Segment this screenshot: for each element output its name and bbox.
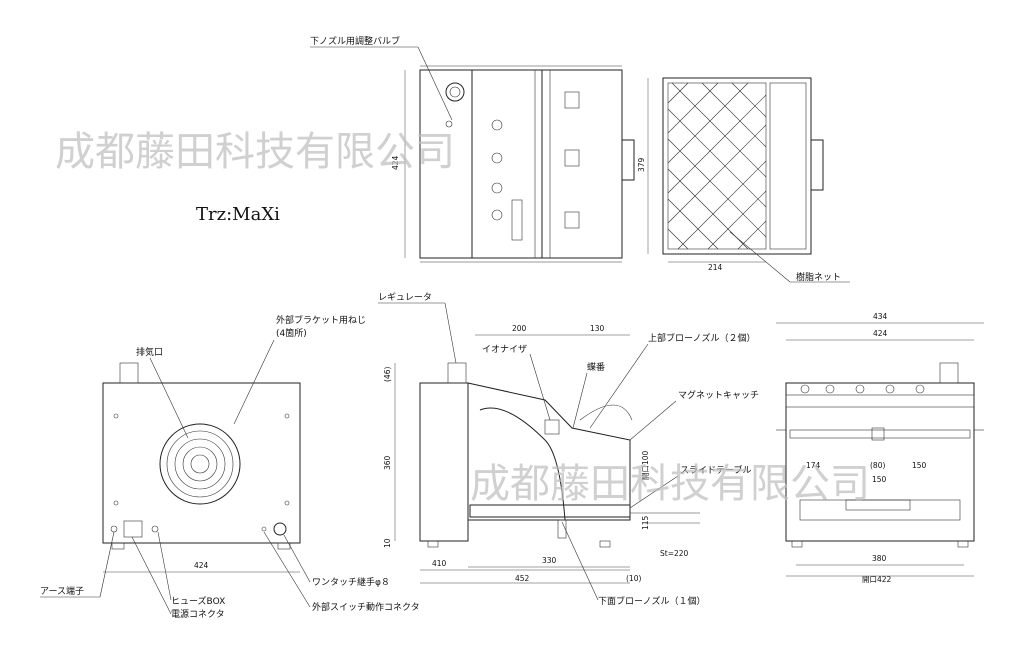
label-power: 電源コネクタ bbox=[171, 609, 225, 620]
top-dim-height: 424 bbox=[391, 155, 400, 170]
label-exhaust: 排気口 bbox=[136, 346, 163, 358]
gauge-2 bbox=[491, 152, 503, 164]
front-dim-opening: 開口422 bbox=[862, 575, 892, 584]
front-dim-80: (80) bbox=[870, 461, 885, 470]
fuse-box bbox=[151, 525, 159, 533]
side-dim-200: 200 bbox=[512, 324, 527, 333]
side-lid bbox=[467, 382, 631, 521]
front-regulator bbox=[939, 362, 959, 384]
slide-table bbox=[469, 504, 631, 518]
watermark-bottom: 成都藤田科技有限公司 bbox=[470, 461, 870, 507]
side-dim-46: (46) bbox=[383, 367, 392, 382]
watermark-top: 成都藤田科技有限公司 bbox=[55, 129, 455, 175]
back-body bbox=[102, 382, 301, 544]
gauge-4 bbox=[491, 209, 503, 221]
one-touch-fitting bbox=[273, 522, 287, 536]
net-dim-width: 214 bbox=[708, 263, 723, 272]
net-view: 379 214 樹脂ネット bbox=[637, 77, 850, 283]
regulator bbox=[447, 362, 467, 384]
side-dim-opening: 開口100 bbox=[641, 450, 650, 480]
side-dim-10b: (10) bbox=[626, 574, 641, 583]
label-fuse: ヒューズBOX bbox=[171, 595, 225, 607]
bracket-screw-1 bbox=[113, 413, 119, 419]
label-lower-nozzle: 下面ブローノズル（１個） bbox=[598, 595, 705, 607]
side-dim-330: 330 bbox=[542, 556, 557, 565]
side-dim-130: 130 bbox=[590, 324, 605, 333]
side-dim-410: 410 bbox=[432, 559, 447, 568]
side-dim-stroke: St=220 bbox=[660, 549, 689, 558]
hinge-1 bbox=[564, 91, 580, 109]
top-lid bbox=[541, 69, 623, 259]
earth-terminal bbox=[110, 525, 118, 533]
front-dim-424: 424 bbox=[873, 329, 888, 338]
bracket-screw-4 bbox=[284, 500, 290, 506]
front-dim-434: 434 bbox=[873, 312, 888, 321]
valve-knob bbox=[445, 82, 465, 102]
front-dim-174: 174 bbox=[806, 461, 821, 470]
hinge-3 bbox=[564, 211, 580, 229]
front-view: 434 424 174 (80) 150 150 380 開口422 bbox=[776, 312, 984, 584]
back-dim-width: 424 bbox=[194, 561, 209, 570]
front-dim-150a: 150 bbox=[912, 461, 927, 470]
side-dim-10: 10 bbox=[383, 538, 392, 548]
side-dim-115: 115 bbox=[641, 515, 650, 530]
fan-guard bbox=[159, 423, 241, 505]
front-body bbox=[785, 382, 975, 542]
label-fitting: ワンタッチ継手φ８ bbox=[312, 576, 390, 588]
label-magnet: マグネットキャッチ bbox=[678, 389, 759, 401]
label-hinge: 蝶番 bbox=[587, 361, 605, 373]
label-regulator: レギュレータ bbox=[378, 292, 432, 303]
model-name: Trz:MaXi bbox=[196, 204, 280, 225]
side-dim-452: 452 bbox=[515, 574, 530, 583]
front-dim-380: 380 bbox=[872, 554, 887, 563]
exhaust-port bbox=[119, 362, 139, 384]
side-dim-360: 360 bbox=[383, 455, 392, 470]
bracket-screw-3 bbox=[113, 500, 119, 506]
top-view: 424 下ノズル用調整バルブ bbox=[310, 35, 635, 263]
lid-open-arc bbox=[579, 404, 633, 421]
upper-nozzle-bar bbox=[789, 429, 971, 439]
label-ionizer: イオナイザ bbox=[482, 344, 527, 355]
hinge-2 bbox=[564, 149, 580, 167]
label-earth: アース端子 bbox=[40, 585, 84, 597]
lower-nozzle-arm bbox=[479, 407, 566, 521]
net-handle bbox=[811, 139, 824, 191]
label-bracket-1: 外部ブラケット用ねじ bbox=[276, 314, 366, 326]
label-bracket-2: (4箇所) bbox=[276, 327, 307, 339]
back-view: 424 排気口 外部ブラケット用ねじ (4箇所) アース端子 ヒューズBOX 電… bbox=[40, 314, 420, 620]
top-control-panel bbox=[471, 69, 543, 259]
side-view: 200 130 (46) 360 10 開口100 115 St=220 330… bbox=[378, 292, 759, 607]
front-dim-150b: 150 bbox=[872, 475, 887, 484]
net-frame bbox=[662, 77, 812, 255]
gauge-1 bbox=[491, 119, 503, 131]
label-switch: 外部スイッチ動作コネクタ bbox=[312, 601, 420, 613]
net-dim-height: 379 bbox=[637, 157, 646, 172]
label-upper-nozzle: 上部ブローノズル（２個） bbox=[648, 332, 755, 344]
side-body bbox=[419, 382, 469, 542]
bracket-screw-2 bbox=[284, 413, 290, 419]
label-net: 樹脂ネット bbox=[796, 271, 841, 283]
label-slide: スライドテーブル bbox=[680, 464, 751, 476]
gauge-3 bbox=[491, 182, 503, 194]
power-connector bbox=[123, 520, 143, 538]
label-valve: 下ノズル用調整バルブ bbox=[310, 35, 400, 47]
top-handle bbox=[622, 139, 635, 181]
